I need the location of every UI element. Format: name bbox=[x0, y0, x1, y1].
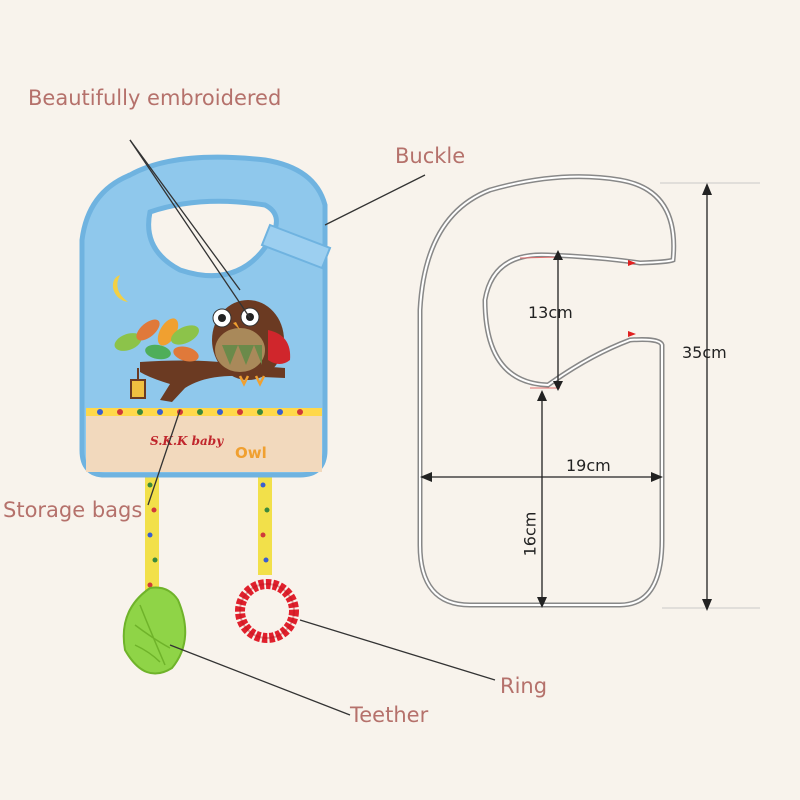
dotted-trim bbox=[86, 408, 322, 416]
dimension-width: 19cm bbox=[566, 456, 611, 475]
dimension-height: 35cm bbox=[682, 343, 727, 362]
callout-teether: Teether bbox=[350, 703, 429, 727]
bib-outline bbox=[417, 174, 677, 608]
buckle-tab bbox=[260, 223, 332, 270]
red-stitch-marks bbox=[519, 256, 561, 389]
ring-toy bbox=[235, 579, 299, 643]
right-strap bbox=[258, 470, 272, 575]
bib-photo: S.K.K baby Owl bbox=[79, 154, 332, 600]
tree-leaves bbox=[114, 318, 200, 362]
bib-brand-label: S.K.K baby bbox=[150, 434, 224, 448]
dimension-neck: 13cm bbox=[528, 303, 573, 322]
bib-motif-label: Owl bbox=[235, 444, 267, 462]
red-markers bbox=[628, 260, 636, 337]
callout-lines bbox=[129, 139, 496, 716]
trim-dots bbox=[97, 409, 303, 415]
teether-toy bbox=[122, 586, 187, 675]
storage-pocket bbox=[86, 410, 322, 472]
callout-storage-bags: Storage bags bbox=[3, 498, 143, 522]
strap-dots bbox=[147, 482, 270, 588]
dimension-lower: 16cm bbox=[520, 511, 540, 557]
dimension-arrows bbox=[420, 183, 712, 611]
moon-icon bbox=[112, 275, 128, 302]
outline-inner-line bbox=[419, 175, 675, 606]
callout-embroidered: Beautifully embroidered bbox=[28, 86, 282, 110]
lantern-icon bbox=[130, 368, 146, 399]
owl-embroidery bbox=[212, 300, 291, 387]
callout-buckle: Buckle bbox=[395, 144, 466, 168]
bib-outline-diagram bbox=[417, 174, 760, 611]
dimension-guides bbox=[660, 182, 760, 609]
callout-ring: Ring bbox=[500, 674, 548, 698]
